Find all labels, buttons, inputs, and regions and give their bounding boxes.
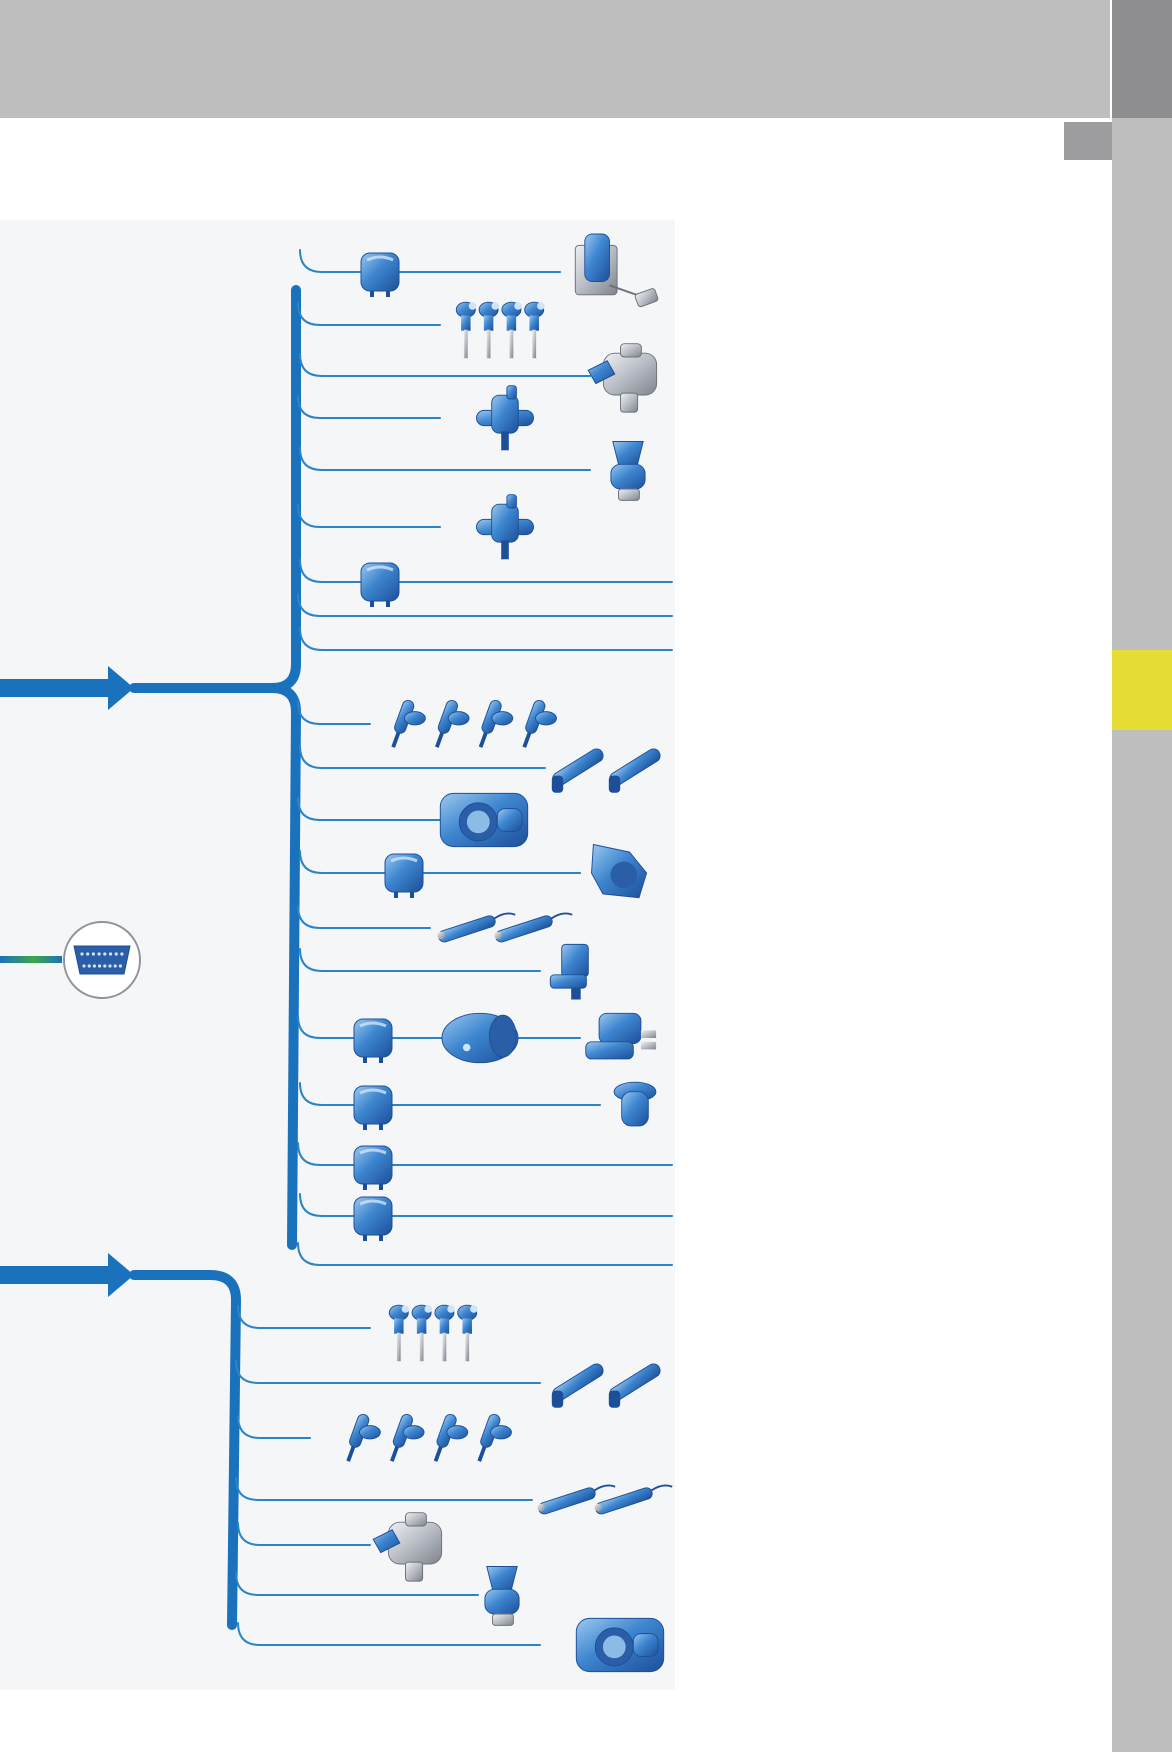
upper-branch-line	[297, 797, 441, 821]
side-strip-top	[1112, 0, 1172, 118]
lower-branch-line	[237, 1622, 541, 1646]
upper-branch-line	[297, 701, 371, 725]
upper-branch-line	[299, 850, 581, 874]
component-layer	[63, 233, 673, 1673]
upper-branch-line	[297, 1242, 673, 1266]
throttle-valve-module-icon	[575, 1617, 665, 1673]
signal-arrow-head-lower	[108, 1253, 134, 1297]
lower-branch-line	[235, 1477, 533, 1501]
upper-branch-line	[299, 627, 673, 651]
throttle-housing-icon	[587, 343, 658, 413]
ignition-coils-set-icon	[388, 1304, 478, 1362]
upper-branch-line	[299, 948, 541, 972]
upper-branch-line	[299, 249, 561, 273]
pressure-sensor-icon	[549, 943, 589, 1000]
relay-icon	[360, 252, 400, 297]
fuel-pump-sender-icon	[574, 233, 659, 308]
wiring-layer	[0, 249, 673, 1646]
lower-branch-line	[237, 1522, 371, 1546]
header-band	[0, 0, 1110, 118]
relay-icon	[353, 1085, 393, 1130]
injector-set-icon	[391, 699, 557, 748]
injector-set-icon	[346, 1413, 512, 1462]
upper-trunk-lower	[267, 683, 301, 1250]
relay-icon	[384, 853, 424, 898]
upper-branch-line	[297, 504, 441, 528]
lower-branch-line	[235, 1360, 541, 1384]
upper-branch-line	[297, 395, 441, 419]
chapter-tab-marker	[1112, 650, 1172, 730]
throttle-housing-icon	[372, 1512, 443, 1582]
corner-block	[1064, 122, 1112, 160]
upper-branch-line	[297, 1015, 561, 1039]
upper-trunk	[129, 285, 301, 693]
relay-icon	[353, 1145, 393, 1190]
system-overview-diagram	[0, 233, 673, 1673]
throttle-valve-module-icon	[439, 792, 529, 848]
solenoid-valve-icon	[476, 385, 534, 451]
upper-branch-line	[297, 1142, 673, 1166]
lower-trunk	[129, 1270, 241, 1630]
brake-light-switch-icon	[613, 1081, 657, 1127]
secondary-air-pump-icon	[591, 843, 648, 899]
changeover-valve-icon	[585, 1012, 657, 1060]
relay-icon	[353, 1196, 393, 1241]
lambda-probe-pair-icon	[437, 912, 573, 943]
air-mass-meter-icon	[484, 1566, 520, 1626]
upper-branch-line	[299, 559, 673, 583]
signal-arrow-head	[108, 666, 134, 710]
upper-branch-line	[299, 745, 546, 769]
lambda-probe-pair-icon	[537, 1484, 673, 1515]
upper-branch-line	[299, 447, 591, 471]
vacuum-pump-icon	[441, 1012, 519, 1064]
knock-sensor-pair-icon	[551, 748, 661, 793]
diagnosis-wire	[0, 956, 62, 963]
upper-branch-line	[297, 593, 673, 617]
ignition-coils-set-icon	[455, 301, 545, 359]
relay-icon	[353, 1018, 393, 1063]
lower-branch-line	[235, 1572, 479, 1596]
solenoid-valve-icon	[476, 494, 534, 560]
upper-branch-line	[297, 905, 431, 929]
lower-branch-line	[237, 1415, 311, 1439]
side-strip	[1112, 0, 1172, 1752]
knock-sensor-pair-icon	[551, 1363, 661, 1408]
diagnostic-connector-icon	[63, 921, 141, 999]
upper-branch-line	[299, 1193, 673, 1217]
upper-branch-line	[297, 302, 441, 326]
upper-branch-line	[299, 1082, 601, 1106]
lower-branch-line	[237, 1305, 371, 1329]
diagram-panel	[0, 220, 675, 1690]
upper-branch-line	[299, 353, 591, 377]
air-mass-meter-icon	[610, 441, 646, 501]
relay-icon	[360, 562, 400, 607]
